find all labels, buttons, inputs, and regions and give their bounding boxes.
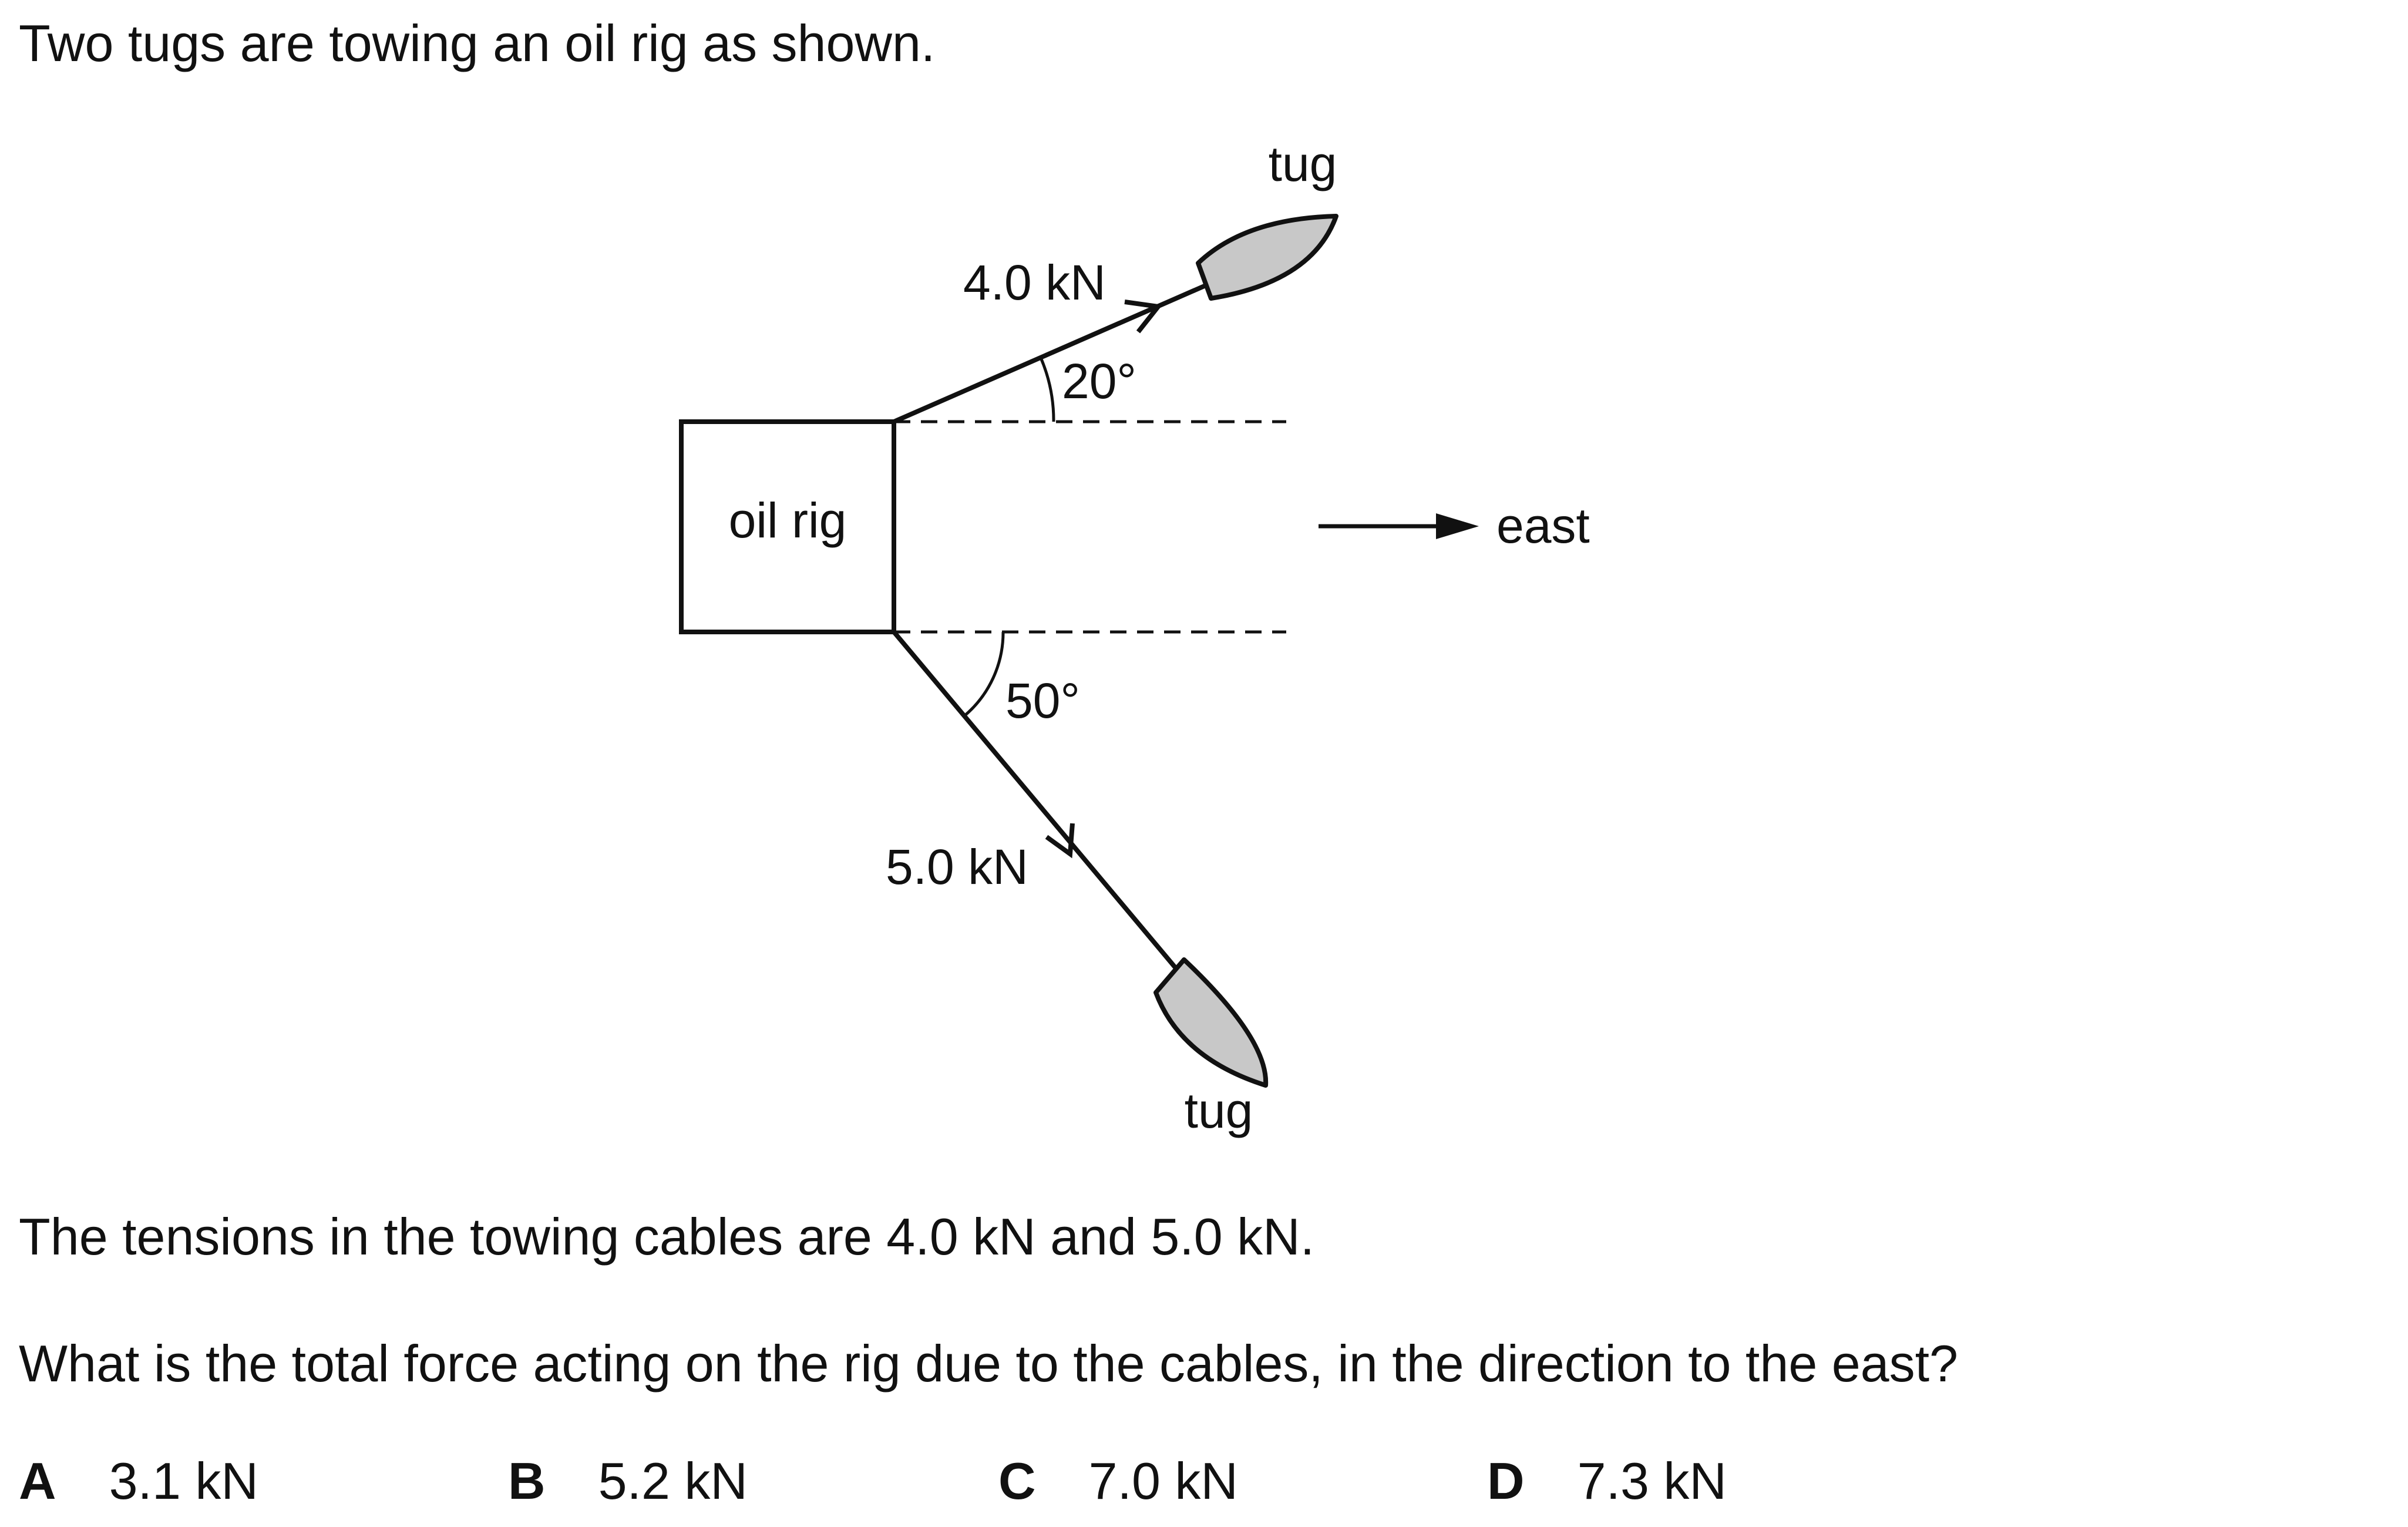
- east-label: east: [1496, 498, 1590, 553]
- east-arrowhead: [1436, 513, 1479, 539]
- option-c-value: 7.0 kN: [1088, 1452, 1238, 1510]
- tension-statement: The tensions in the towing cables are 4.…: [19, 1208, 1315, 1266]
- upper-cable-arrowhead: [1124, 300, 1163, 334]
- question-text: What is the total force acting on the ri…: [19, 1334, 1958, 1393]
- option-c[interactable]: C 7.0 kN: [998, 1455, 1238, 1507]
- angle-50-arc: [964, 631, 1005, 717]
- oil-rig-label: oil rig: [729, 493, 847, 548]
- upper-tug-label: tug: [1269, 136, 1337, 191]
- upper-tug-icon: [1196, 214, 1338, 301]
- lower-cable-arrowhead: [1045, 823, 1075, 859]
- option-a-value: 3.1 kN: [109, 1452, 258, 1510]
- lower-cable: [892, 630, 1183, 976]
- angle-20-arc: [1039, 357, 1055, 422]
- option-b-value: 5.2 kN: [598, 1452, 748, 1510]
- option-b-letter: B: [508, 1452, 546, 1510]
- option-c-letter: C: [998, 1452, 1036, 1510]
- option-b[interactable]: B 5.2 kN: [508, 1455, 748, 1507]
- oil-rig-box: [679, 419, 896, 634]
- option-d[interactable]: D 7.3 kN: [1487, 1455, 1727, 1507]
- force-4kn-label: 4.0 kN: [963, 255, 1106, 310]
- angle-50-label: 50°: [1005, 673, 1080, 728]
- force-5kn-label: 5.0 kN: [886, 839, 1028, 894]
- option-a-letter: A: [19, 1452, 56, 1510]
- option-d-value: 7.3 kN: [1577, 1452, 1727, 1510]
- lower-tug-label: tug: [1185, 1083, 1253, 1138]
- intro-text: Two tugs are towing an oil rig as shown.: [19, 14, 936, 72]
- option-a[interactable]: A 3.1 kN: [19, 1455, 258, 1507]
- lower-tug-icon: [1153, 957, 1269, 1088]
- option-d-letter: D: [1487, 1452, 1525, 1510]
- angle-20-label: 20°: [1062, 354, 1136, 409]
